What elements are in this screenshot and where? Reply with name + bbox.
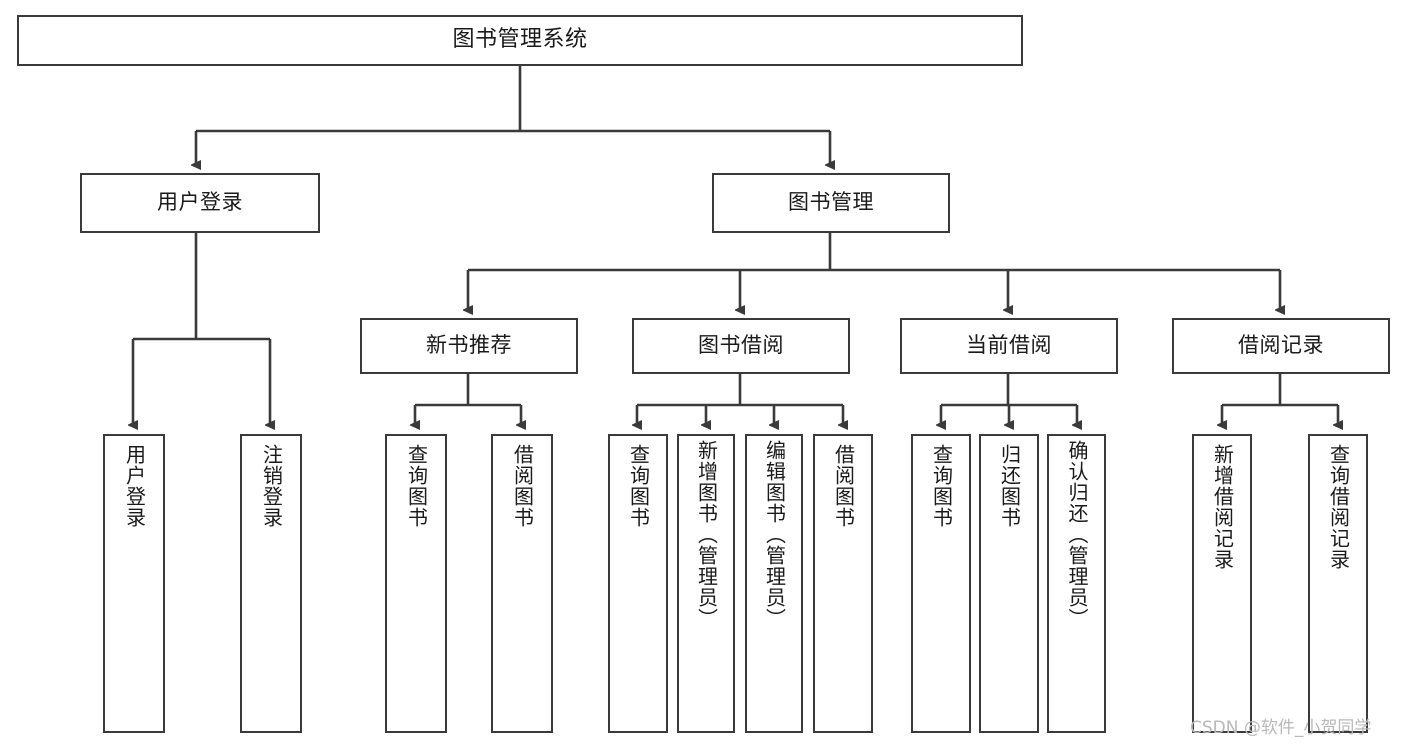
node-leaf-label: 编辑图书（管理员） [762,440,787,629]
node-leaf-book-borrow-add-book-admin[interactable]: 新增图书（管理员） [677,434,735,733]
node-new-book-recommend[interactable]: 新书推荐 [360,318,578,374]
node-leaf-label: 借阅图书 [831,444,856,528]
node-leaf-borrow-record-query-record[interactable]: 查询借阅记录 [1308,434,1368,733]
node-new-book-recommend-label: 新书推荐 [426,333,512,358]
node-leaf-new-book-query-book[interactable]: 查询图书 [385,434,447,733]
csdn-watermark: CSDN @软件_小贺同学 [1190,718,1372,738]
node-leaf-label: 查询借阅记录 [1326,444,1351,570]
node-leaf-book-borrow-query-book[interactable]: 查询图书 [608,434,668,733]
node-current-borrow-label: 当前借阅 [966,333,1052,358]
node-root-label: 图书管理系统 [452,27,588,53]
node-leaf-label: 注销登录 [259,444,284,528]
node-leaf-user-login-login[interactable]: 用户登录 [103,434,165,733]
node-borrow-record[interactable]: 借阅记录 [1172,318,1390,374]
node-leaf-label: 查询图书 [929,444,954,528]
node-leaf-new-book-borrow-book[interactable]: 借阅图书 [491,434,553,733]
node-leaf-user-login-logout[interactable]: 注销登录 [240,434,302,733]
node-book-management-label: 图书管理 [788,190,874,215]
node-leaf-label: 查询图书 [404,444,429,528]
node-leaf-book-borrow-edit-book-admin[interactable]: 编辑图书（管理员） [745,434,803,733]
node-leaf-label: 确认归还（管理员） [1065,440,1089,629]
node-leaf-label: 新增借阅记录 [1210,444,1235,570]
node-leaf-label: 查询图书 [626,444,651,528]
node-current-borrow[interactable]: 当前借阅 [900,318,1118,374]
node-leaf-label: 归还图书 [997,444,1022,528]
node-book-borrow[interactable]: 图书借阅 [632,318,850,374]
node-leaf-borrow-record-add-record[interactable]: 新增借阅记录 [1192,434,1252,733]
node-leaf-current-borrow-query-book[interactable]: 查询图书 [911,434,971,733]
node-leaf-label: 借阅图书 [510,444,535,528]
node-leaf-label: 用户登录 [122,444,147,528]
node-book-borrow-label: 图书借阅 [698,333,784,358]
node-leaf-label: 新增图书（管理员） [694,440,719,629]
node-root-book-management-system[interactable]: 图书管理系统 [17,15,1023,66]
node-user-login-label: 用户登录 [157,190,243,215]
node-user-login[interactable]: 用户登录 [80,173,320,233]
node-book-management[interactable]: 图书管理 [712,173,950,233]
node-leaf-current-borrow-return-book[interactable]: 归还图书 [979,434,1039,733]
node-leaf-current-borrow-confirm-return-admin[interactable]: 确认归还（管理员） [1047,434,1106,733]
node-borrow-record-label: 借阅记录 [1238,333,1324,358]
node-leaf-book-borrow-borrow-book[interactable]: 借阅图书 [813,434,873,733]
